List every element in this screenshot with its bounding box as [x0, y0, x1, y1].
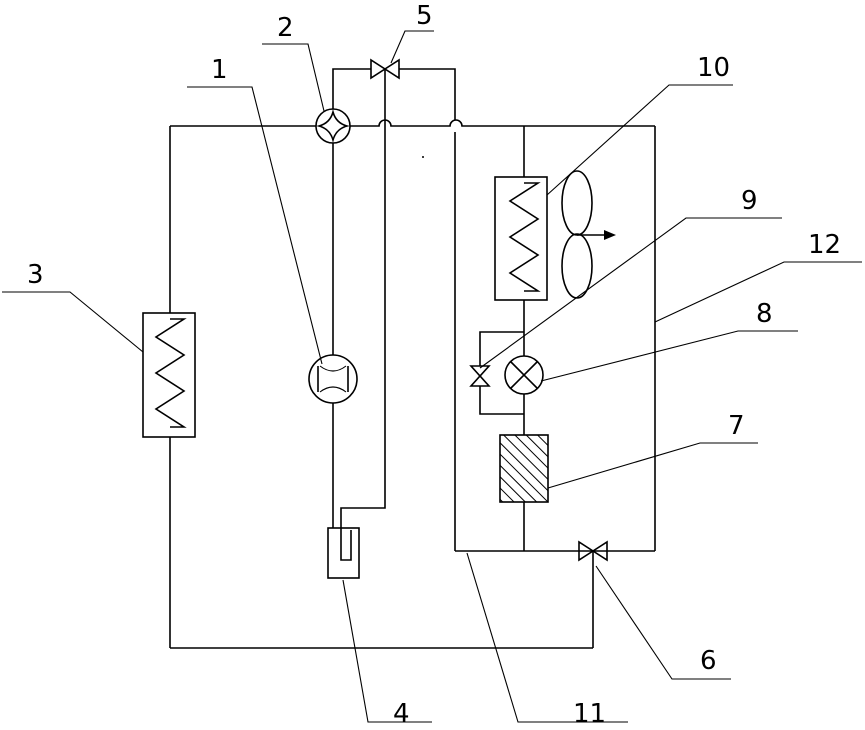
bypass-valve [471, 366, 489, 386]
solenoid-valve-bottom [579, 542, 607, 562]
label-8: 8 [756, 299, 773, 329]
compressor [309, 355, 357, 403]
label-1: 1 [211, 55, 228, 85]
expansion-valve [505, 356, 543, 394]
label-5: 5 [416, 1, 433, 31]
piping [170, 69, 655, 648]
label-12: 12 [808, 230, 841, 260]
heat-exchanger-left [143, 313, 195, 437]
valve5-to-accumulator [341, 78, 385, 560]
heat-exchanger-right [495, 177, 547, 300]
gas-liquid-separator [328, 528, 359, 578]
label-3: 3 [27, 260, 44, 290]
top-pipe [170, 120, 655, 126]
label-11: 11 [573, 699, 606, 729]
label-6: 6 [700, 646, 717, 676]
label-2: 2 [277, 13, 294, 43]
stray-dot [422, 156, 424, 158]
valve5-loop [333, 69, 455, 551]
fan [562, 171, 616, 298]
label-7: 7 [728, 411, 745, 441]
label-4: 4 [393, 699, 410, 729]
filter-drier [500, 435, 548, 502]
bypass-line [480, 332, 524, 414]
label-10: 10 [697, 53, 730, 83]
solenoid-valve-top [371, 60, 399, 78]
four-way-valve [316, 109, 350, 143]
labels: 1 2 3 4 5 6 7 8 9 10 11 12 [27, 1, 841, 729]
leader-lines [2, 31, 862, 722]
label-9: 9 [741, 186, 758, 216]
